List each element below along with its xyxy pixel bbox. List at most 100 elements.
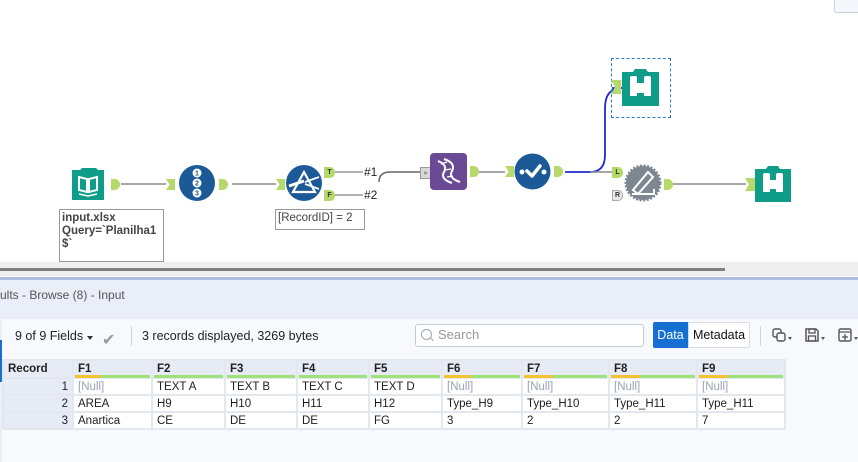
column-header-f7[interactable]: F7 <box>521 359 610 379</box>
chevron-down-icon[interactable] <box>87 336 93 340</box>
tab-data[interactable]: Data <box>653 322 688 348</box>
column-header-label: F7 <box>527 363 541 375</box>
table-cell[interactable]: CE <box>151 411 226 430</box>
tab-metadata[interactable]: Metadata <box>688 322 750 348</box>
column-header-f1[interactable]: F1 <box>72 359 153 379</box>
table-cell[interactable]: AREA <box>72 394 153 413</box>
table-cell[interactable]: FG <box>368 411 443 430</box>
recordid-input-anchor[interactable] <box>166 179 175 190</box>
book-icon <box>72 168 104 200</box>
join-tool[interactable] <box>624 164 662 202</box>
table-cell[interactable]: Anartica <box>72 411 153 430</box>
rename-output-anchor[interactable] <box>470 166 479 177</box>
browse-tool-1[interactable] <box>622 69 659 106</box>
canvas-horizontal-scrollbar[interactable] <box>0 268 725 271</box>
join-output-anchor[interactable] <box>664 179 673 190</box>
search-placeholder: Search <box>438 327 480 342</box>
table-cell[interactable]: H12 <box>368 394 443 413</box>
table-cell[interactable]: Type_H11 <box>696 394 786 413</box>
table-cell[interactable]: 2 <box>608 411 698 430</box>
record-number-cell[interactable]: 1 <box>2 377 74 396</box>
select-output-anchor[interactable] <box>554 166 563 177</box>
browse-tool-2[interactable] <box>755 166 791 202</box>
column-header-f4[interactable]: F4 <box>296 359 370 379</box>
workflow-canvas[interactable]: input.xlsx Query=`Planilha1 $` 1 2 3 T F… <box>0 0 858 262</box>
table-cell[interactable]: H9 <box>151 394 226 413</box>
copy-icon[interactable] <box>772 328 786 342</box>
table-cell[interactable]: TEXT B <box>224 377 298 396</box>
canvas-corner-control[interactable] <box>834 0 858 13</box>
column-header-f9[interactable]: F9 <box>696 359 786 379</box>
table-cell[interactable]: [Null] <box>72 377 153 396</box>
select-tool[interactable] <box>514 153 551 190</box>
save-icon[interactable] <box>805 328 819 342</box>
table-cell[interactable]: 2 <box>521 411 610 430</box>
table-cell[interactable]: TEXT C <box>296 377 370 396</box>
select-input-anchor[interactable] <box>505 166 514 177</box>
record-number-cell[interactable]: 2 <box>2 394 74 413</box>
fields-selector[interactable]: 9 of 9 Fields <box>15 329 84 343</box>
record-id-tool[interactable]: 1 2 3 <box>178 164 216 202</box>
table-cell[interactable]: Type_H9 <box>441 394 523 413</box>
field-type-bar <box>299 375 367 378</box>
table-cell[interactable]: [Null] <box>441 377 523 396</box>
annotation-line: $` <box>62 238 73 250</box>
table-cell[interactable]: [Null] <box>521 377 610 396</box>
record-number-cell[interactable]: 3 <box>2 411 74 430</box>
results-title: ults - Browse (8) - Input <box>0 288 125 302</box>
table-cell[interactable]: 7 <box>696 411 786 430</box>
table-cell[interactable]: Type_H10 <box>521 394 610 413</box>
table-cell[interactable]: TEXT D <box>368 377 443 396</box>
recordid-output-anchor[interactable] <box>219 179 228 190</box>
browse1-input-anchor[interactable] <box>611 80 621 94</box>
add-column-icon[interactable] <box>838 328 852 342</box>
filter-input-anchor[interactable] <box>276 179 285 190</box>
table-cell[interactable]: [Null] <box>608 377 698 396</box>
input-data-tool[interactable] <box>70 166 106 202</box>
table-cell[interactable]: 3 <box>441 411 523 430</box>
table-cell[interactable]: Type_H11 <box>608 394 698 413</box>
column-header-label: F8 <box>614 363 628 375</box>
column-header-f3[interactable]: F3 <box>224 359 298 379</box>
column-header-f6[interactable]: F6 <box>441 359 523 379</box>
column-header-f8[interactable]: F8 <box>608 359 698 379</box>
column-header-f2[interactable]: F2 <box>151 359 226 379</box>
column-header-label: Record <box>8 363 48 375</box>
column-header-f5[interactable]: F5 <box>368 359 443 379</box>
toolbar-divider <box>760 326 761 346</box>
table-cell[interactable]: TEXT A <box>151 377 226 396</box>
binoculars-icon <box>755 166 791 202</box>
field-type-bar <box>444 375 520 378</box>
table-cell[interactable]: H10 <box>224 394 298 413</box>
table-cell[interactable]: H11 <box>296 394 370 413</box>
connection-label-1: #1 <box>364 165 378 179</box>
input-output-anchor[interactable] <box>111 179 120 190</box>
join-left-anchor[interactable]: L <box>612 167 623 178</box>
svg-text:1: 1 <box>195 171 199 178</box>
checkmark-icon[interactable]: ✔ <box>102 330 116 349</box>
table-cell[interactable]: [Null] <box>696 377 786 396</box>
dynamic-rename-tool[interactable] <box>430 153 467 190</box>
search-input[interactable]: Search <box>415 324 644 347</box>
browse2-input-anchor[interactable] <box>745 178 755 191</box>
numbered-list-icon: 1 2 3 <box>179 165 215 201</box>
join-right-anchor[interactable]: R <box>612 190 623 201</box>
add-column-dropdown-caret[interactable] <box>854 337 858 340</box>
annotation-line: Query=`Planilha1 <box>62 225 157 237</box>
copy-dropdown-caret[interactable] <box>788 337 792 340</box>
table-cell[interactable]: DE <box>296 411 370 430</box>
field-quality-bar <box>611 375 641 378</box>
save-dropdown-caret[interactable] <box>821 337 825 340</box>
column-header-record[interactable]: Record <box>2 359 74 379</box>
field-type-bar <box>371 375 440 378</box>
filter-true-anchor[interactable]: T <box>324 167 335 178</box>
column-header-label: F4 <box>302 363 316 375</box>
filter-tool[interactable] <box>285 164 323 202</box>
table-cell[interactable]: DE <box>224 411 298 430</box>
filter-false-anchor[interactable]: F <box>324 190 335 201</box>
